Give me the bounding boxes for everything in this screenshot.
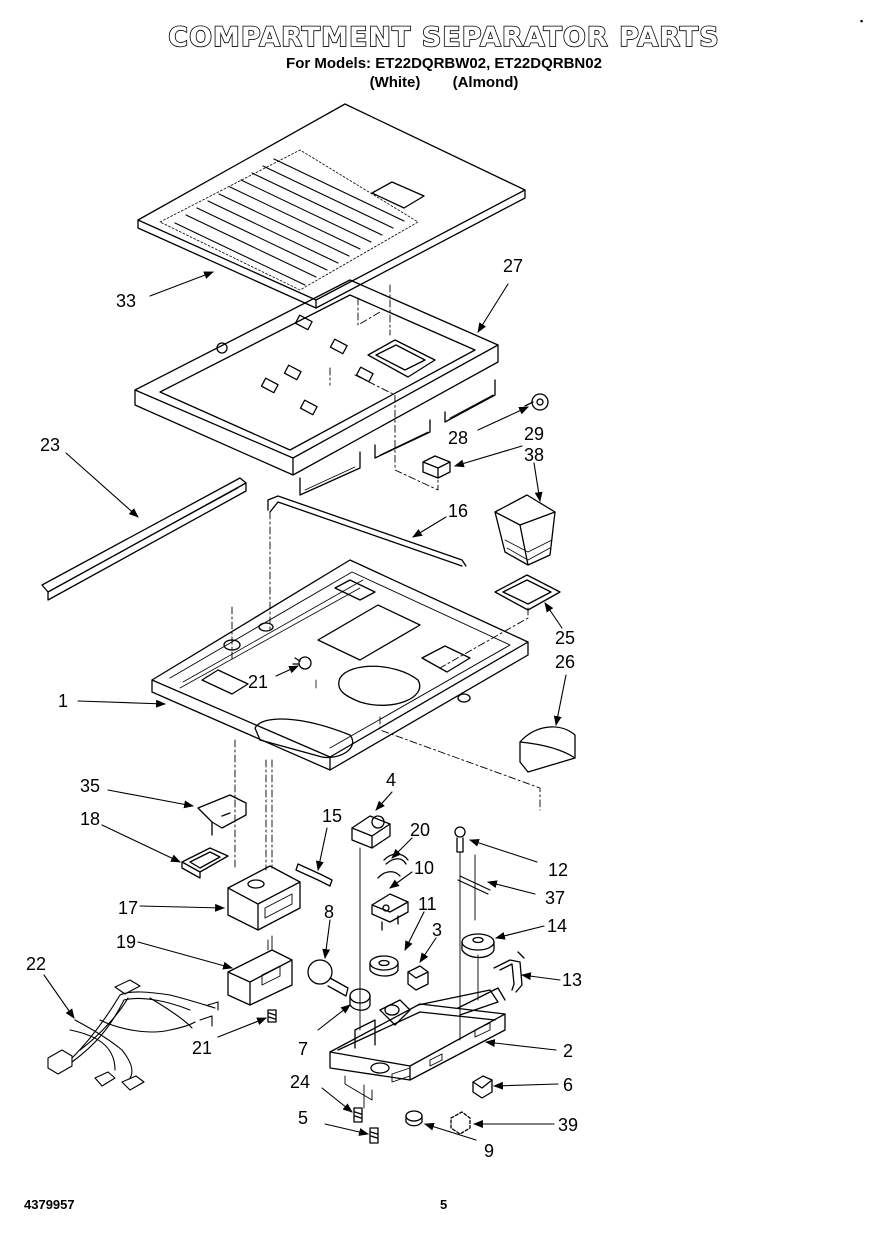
part-24-screw [353,1084,365,1123]
part-20-clip [383,853,409,865]
models-line: For Models: ET22DQRBW02, ET22DQRBN02 [286,55,602,72]
callout-16: 16 [448,501,468,521]
part-5-screw [369,1127,379,1144]
callout-7: 7 [298,1039,308,1059]
callout-25: 25 [555,628,575,648]
callout-13: 13 [562,970,582,990]
callout-22: 22 [26,954,46,974]
callout-38: 38 [524,445,544,465]
part-23-trim-strip [41,477,247,601]
part-22-wire-harness [47,979,219,1091]
part-27-shelf-frame [134,279,499,496]
callout-12: 12 [548,860,568,880]
callout-26: 26 [555,652,575,672]
callout-18: 18 [80,809,100,829]
callout-11: 11 [418,894,437,914]
part-8-bulb [307,959,349,997]
callout-labels: 33 27 23 28 29 38 16 25 26 21 1 35 18 4 … [26,256,582,1161]
part-39-connector [450,1111,471,1135]
part-33-shelf-cover [137,103,526,309]
callout-39: 39 [558,1115,578,1135]
callout-6: 6 [563,1075,573,1095]
part-10-thermostat [371,871,409,931]
callout-17: 17 [118,898,138,918]
part-2-lower-housing [329,987,506,1101]
color-line: (White) (Almond) [0,74,888,91]
part-38-damper-duct [494,494,556,566]
part-3-clip [407,965,429,991]
callout-8: 8 [324,902,334,922]
part-12-screw [454,826,466,1041]
part-1-separator-panel [151,511,541,811]
callout-29: 29 [524,424,544,444]
callout-37: 37 [545,888,565,908]
document-number: 4379957 [24,1197,75,1212]
part-14-fan-blade [461,933,495,1001]
part-9-nut [405,1110,423,1127]
part-21-screw-lower [267,1009,277,1023]
callout-14: 14 [547,916,567,936]
part-16-rod [267,495,467,567]
part-4-housing [351,815,391,1031]
callout-21-upper: 21 [248,672,268,692]
callout-21-lower: 21 [192,1038,212,1058]
callout-20: 20 [410,820,430,840]
part-28-knob [524,393,549,411]
callout-3: 3 [432,920,442,940]
callout-19: 19 [116,932,136,952]
corner-mark: ▪ [860,16,864,26]
page-title: COMPARTMENT SEPARATOR PARTS [167,21,720,54]
part-6-connector [472,1075,493,1099]
leader-lines [43,271,567,1141]
dash-leader-25 [439,607,529,669]
callout-9: 9 [484,1141,494,1161]
callout-28: 28 [448,428,468,448]
callout-1: 1 [58,691,68,711]
part-26-deflector [519,726,576,773]
callout-33: 33 [116,291,136,311]
callout-4: 4 [386,770,396,790]
callout-15: 15 [322,806,342,826]
color-almond-label: (Almond) [452,74,519,91]
part-19-control-cover [227,935,293,1006]
part-15-hose [295,863,333,887]
part-21-screw-upper [292,656,317,689]
part-35-bracket [197,794,247,836]
callout-2: 2 [563,1041,573,1061]
part-18-bezel [181,847,229,879]
part-25-gasket [494,574,561,611]
callout-23: 23 [40,435,60,455]
callout-27: 27 [503,256,523,276]
color-white-label: (White) [369,74,421,91]
callout-5: 5 [298,1108,308,1128]
callout-10: 10 [414,858,434,878]
callout-24: 24 [290,1072,310,1092]
callout-35: 35 [80,776,100,796]
part-11-grommet [369,955,399,977]
part-29-block [422,455,451,479]
part-17-control-housing [227,739,301,931]
part-13-tube [493,951,525,993]
page-number: 5 [440,1197,448,1212]
part-37-strip [457,854,491,921]
